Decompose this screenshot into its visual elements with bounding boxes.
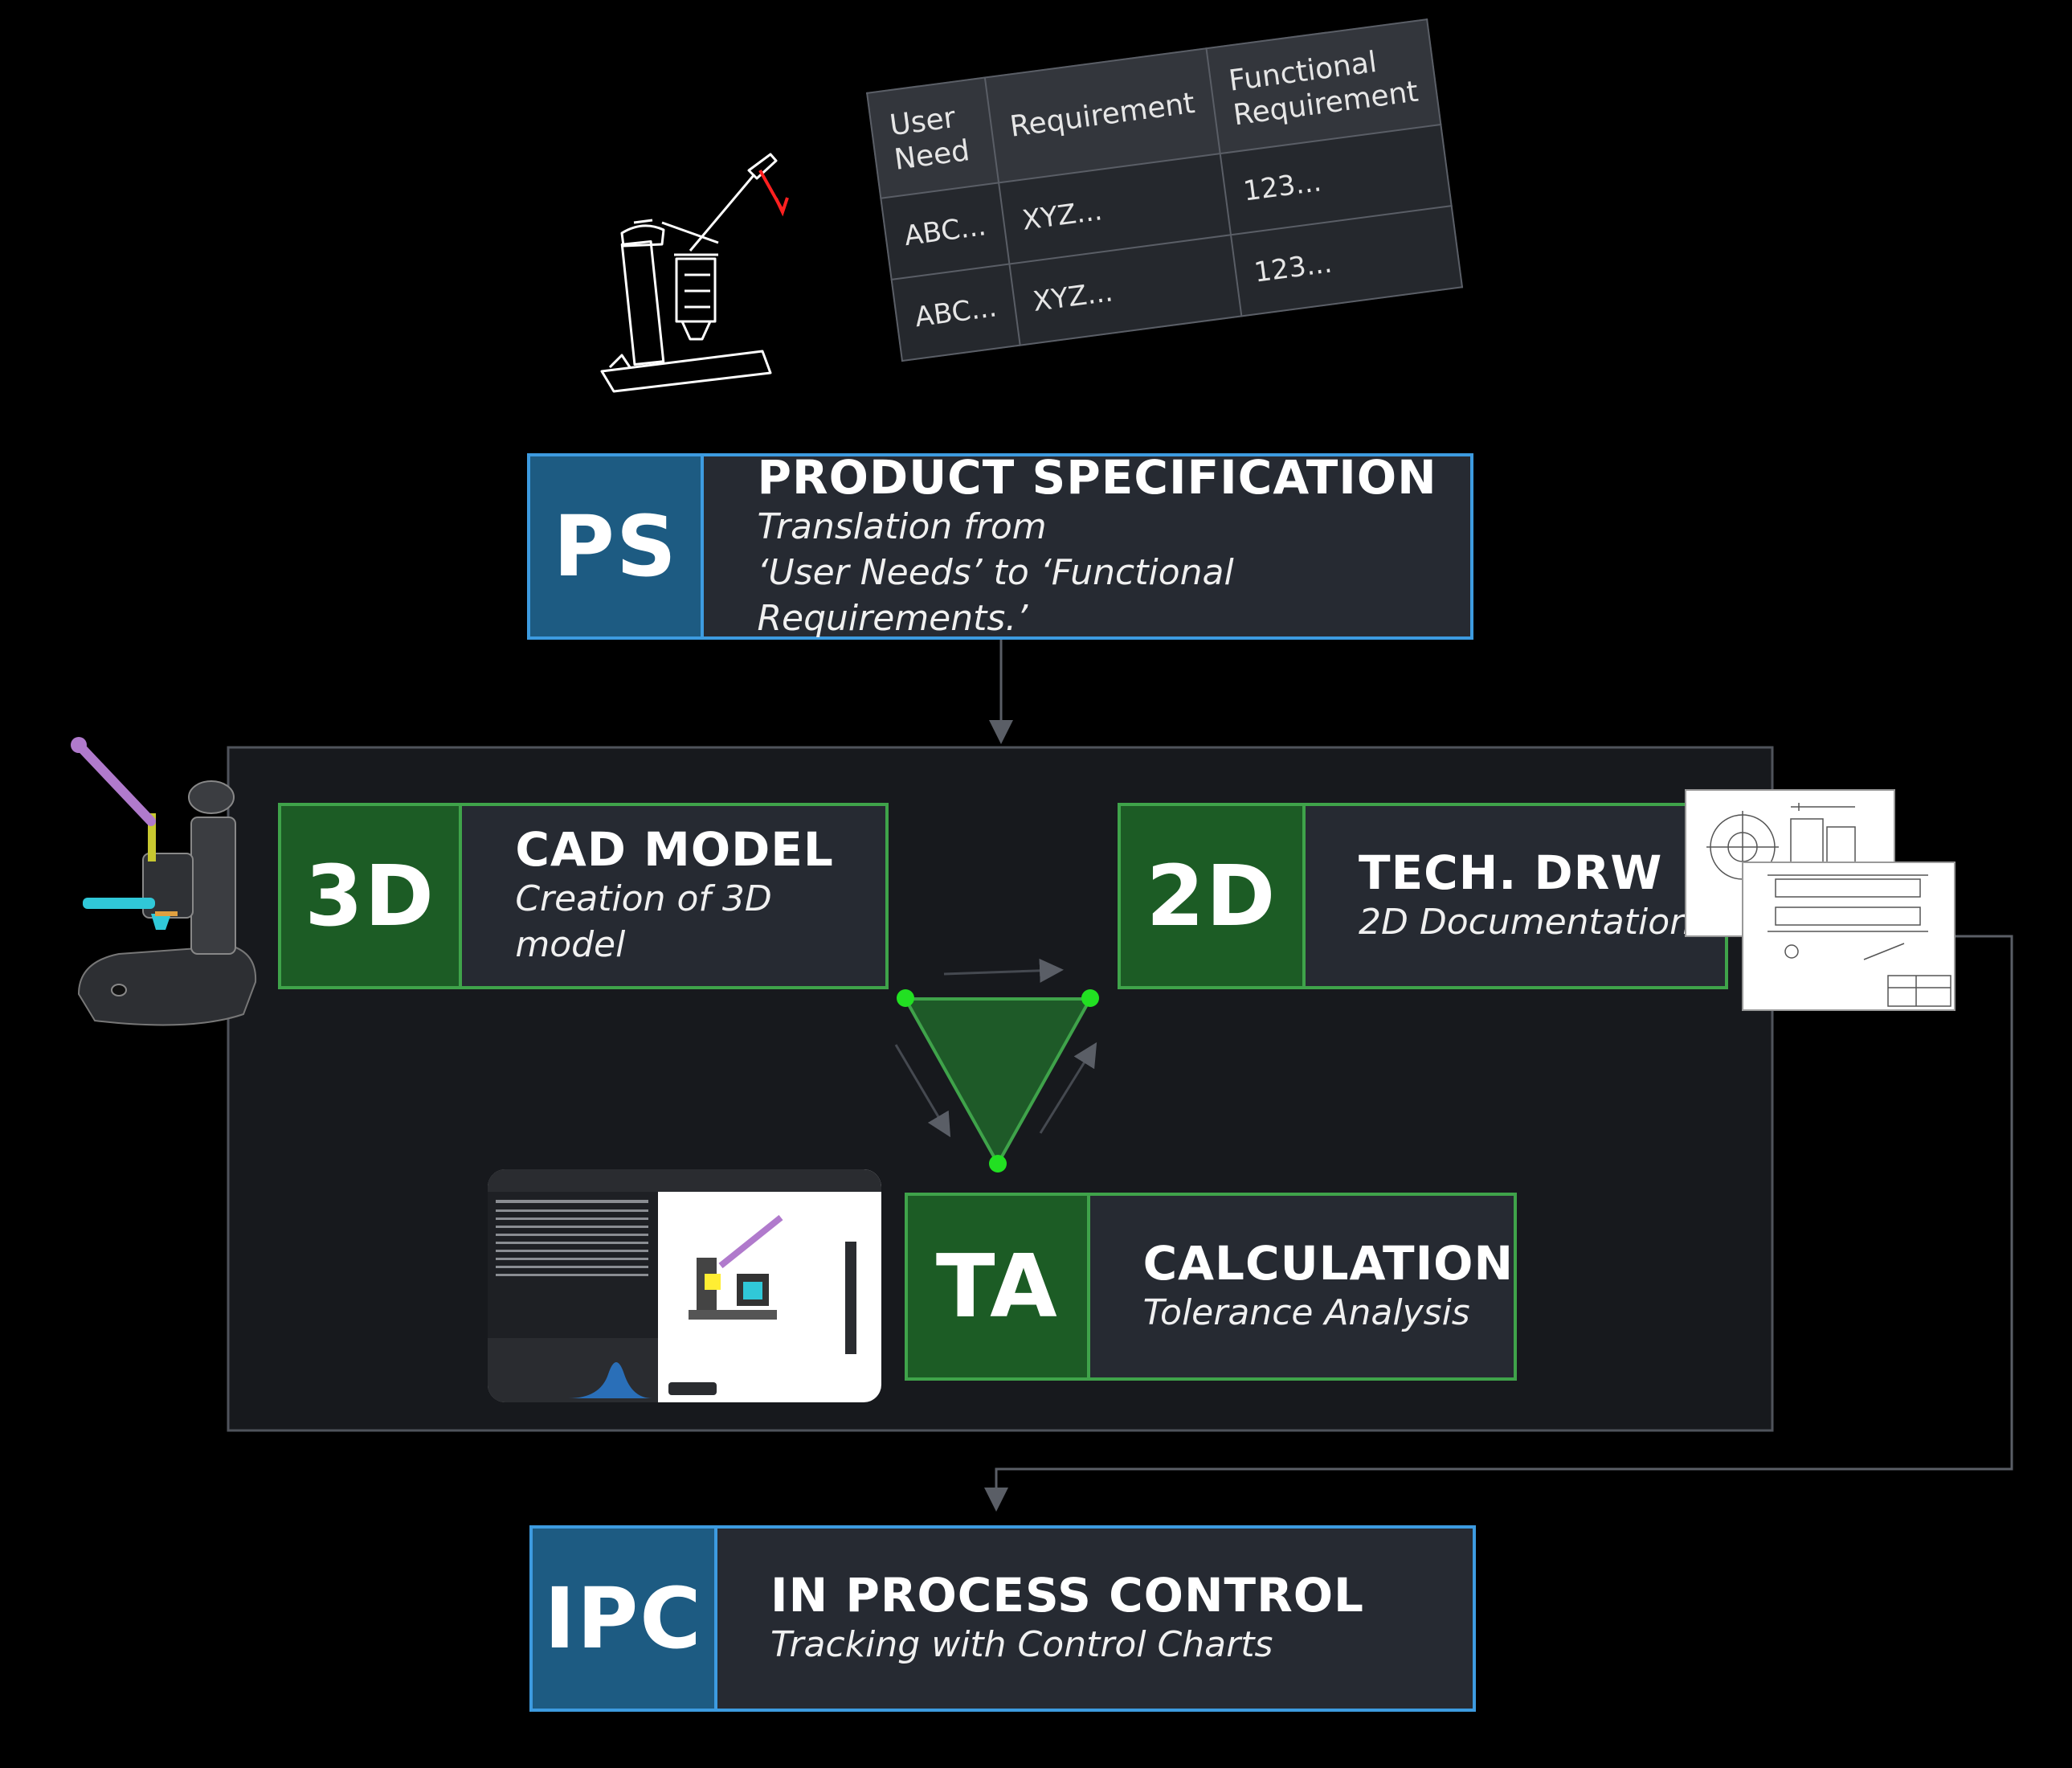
arrow-ta-to-2d: [1039, 1042, 1097, 1134]
step-badge: TA: [908, 1196, 1090, 1377]
step-title: IN PROCESS CONTROL: [770, 1567, 1365, 1623]
table-cell: ABC...: [881, 182, 1010, 280]
step-subtitle-line1: Creation of 3D model: [515, 878, 772, 966]
step-in-process-control: IPC IN PROCESS CONTROL Tracking with Con…: [529, 1525, 1476, 1712]
drawing-sheet-front: [1742, 861, 1956, 1011]
step-text: IN PROCESS CONTROL Tracking with Control…: [717, 1529, 1364, 1709]
table-header-cell: User Need: [867, 77, 999, 198]
node-2d: [1081, 989, 1099, 1007]
tolerance-analysis-software-screenshot: [488, 1169, 881, 1402]
step-cad-model: 3D CAD MODEL Creation of 3D model: [278, 803, 889, 989]
step-product-specification: PS PRODUCT SPECIFICATION Translation fro…: [527, 451, 1473, 640]
step-title: PRODUCT SPECIFICATION: [757, 449, 1437, 505]
step-text: PRODUCT SPECIFICATION Translation from ‘…: [704, 451, 1470, 639]
step-subtitle-line1: Tolerance Analysis: [1142, 1291, 1470, 1333]
arrow-3d-to-ta: [894, 1044, 951, 1138]
step-title: TECH. DRW: [1359, 845, 1663, 900]
node-3d: [897, 989, 914, 1007]
step-badge: IPC: [533, 1529, 717, 1709]
step-text: CAD MODEL Creation of 3D model: [462, 806, 885, 986]
node-ta: [989, 1155, 1007, 1173]
step-subtitle-line1: Translation from: [757, 505, 1047, 547]
step-title: CALCULATION: [1142, 1235, 1514, 1291]
step-title: CAD MODEL: [515, 822, 834, 878]
step-badge: PS: [530, 456, 705, 636]
connector-drw-to-ipc: [984, 935, 2013, 1512]
step-tech-drawing: 2D TECH. DRW 2D Documentation: [1118, 803, 1728, 989]
arrow-3d-to-2d: [943, 958, 1064, 983]
step-subtitle-line2: ‘User Needs’ to ‘Functional Requirements…: [757, 551, 1234, 640]
design-triangle: [902, 997, 1093, 1168]
table-cell: ABC...: [891, 264, 1020, 361]
espresso-machine-cad-icon: [71, 737, 257, 1026]
step-subtitle-line1: Tracking with Control Charts: [770, 1623, 1273, 1665]
step-tolerance-analysis: TA CALCULATION Tolerance Analysis: [905, 1193, 1517, 1381]
step-text: CALCULATION Tolerance Analysis: [1090, 1196, 1514, 1377]
step-subtitle-line1: 2D Documentation: [1359, 901, 1693, 943]
step-text: TECH. DRW 2D Documentation: [1306, 806, 1692, 986]
step-badge: 3D: [281, 806, 463, 986]
step-badge: 2D: [1121, 806, 1306, 986]
espresso-machine-sketch-icon: [590, 146, 791, 407]
